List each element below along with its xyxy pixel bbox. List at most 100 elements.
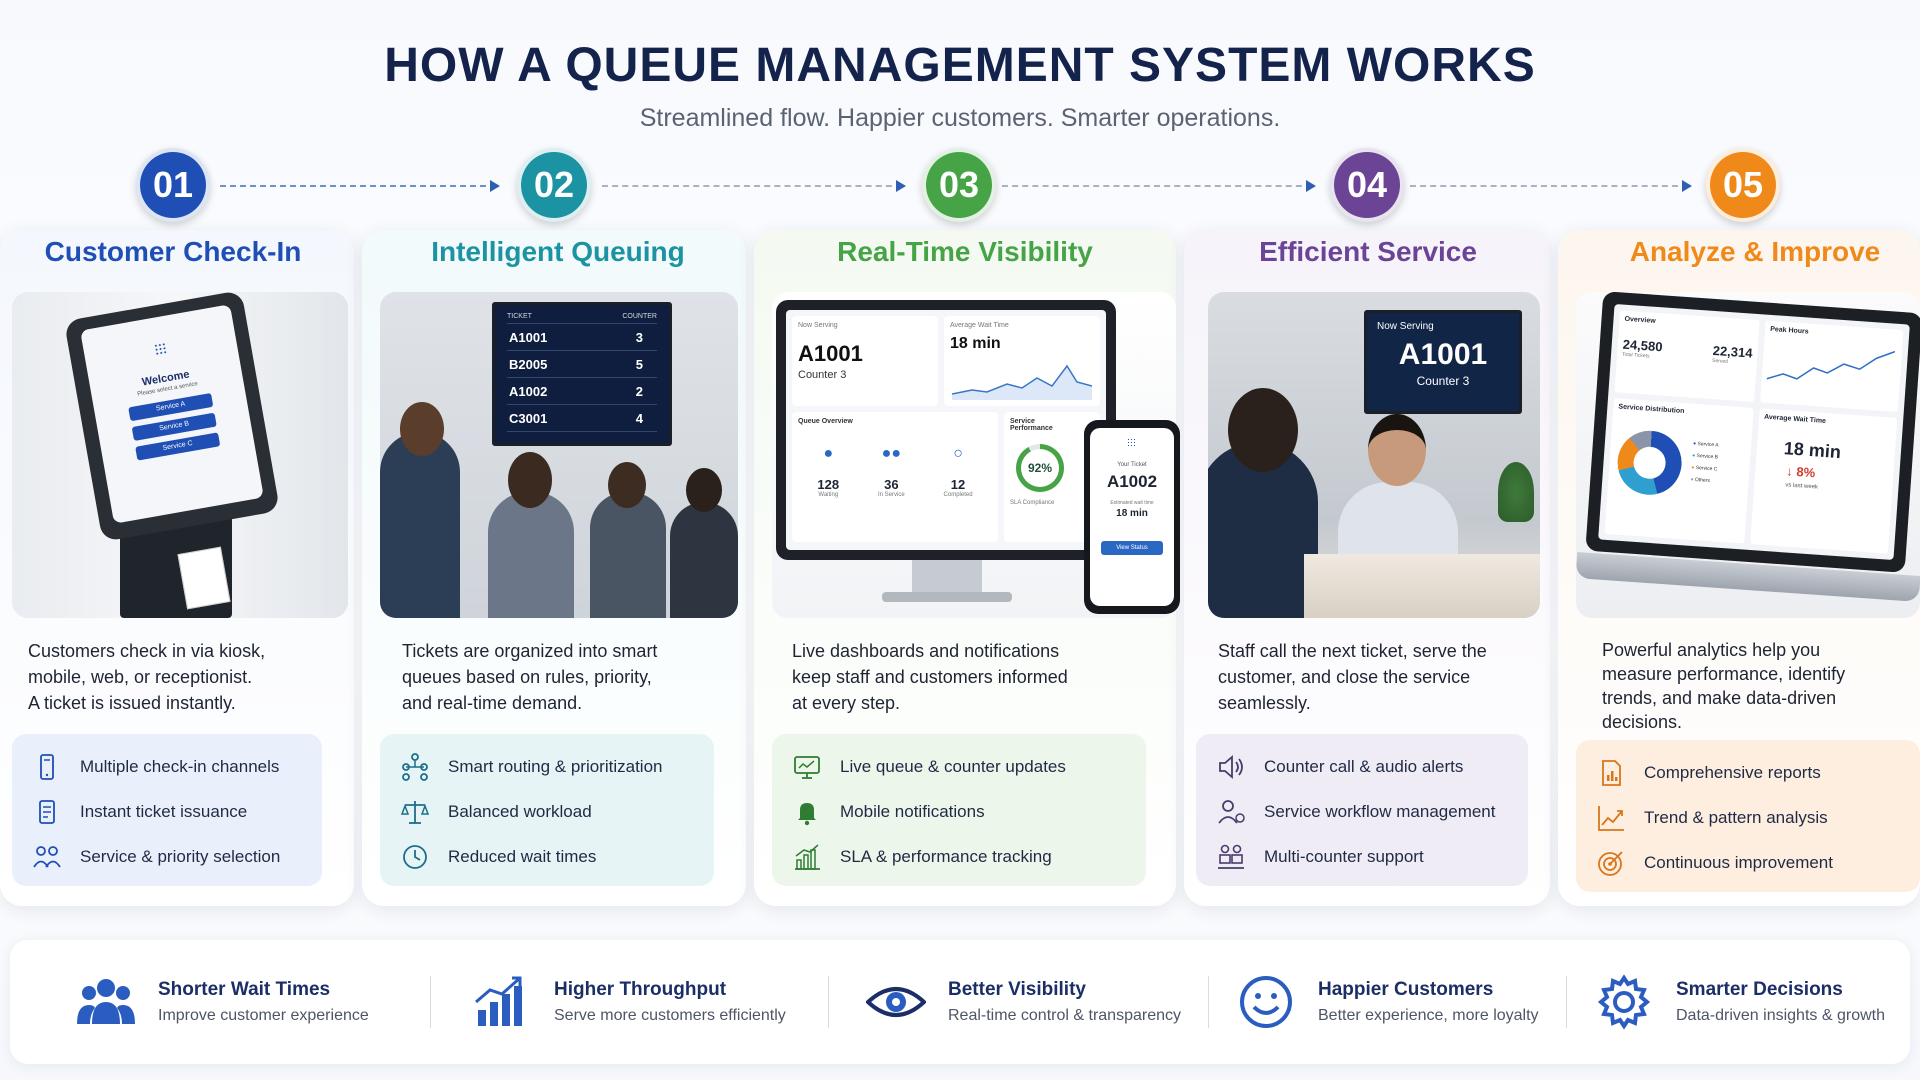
connector-2-3 bbox=[602, 180, 906, 192]
distribution-label: Service Distribution bbox=[1618, 403, 1685, 416]
stat-waiting-value: 128 bbox=[817, 477, 840, 492]
step-title-5: Analyze & Improve bbox=[1629, 236, 1881, 267]
analytics-laptop-illustration: Overview 24,580 Total Tickets 22,314 Ser… bbox=[1576, 292, 1920, 618]
feature-item: Service workflow management bbox=[1216, 789, 1508, 834]
avg-wait-panel: Average Wait Time 18 min bbox=[944, 316, 1100, 406]
feature-item: Multiple check-in channels bbox=[32, 744, 302, 789]
staff-head bbox=[1368, 414, 1426, 486]
phone-ticket-number: A1002 bbox=[1106, 472, 1158, 491]
legend-others: ● Others bbox=[1690, 476, 1711, 485]
feature-label: Continuous improvement bbox=[1644, 852, 1833, 872]
feature-item: Smart routing & prioritization bbox=[400, 744, 694, 789]
divider bbox=[430, 976, 431, 1028]
laptop-avg-wait-value: 18 min bbox=[1783, 438, 1842, 463]
benefit-shorter-wait: Shorter Wait Times Improve customer expe… bbox=[76, 970, 369, 1034]
feature-label: Service workflow management bbox=[1264, 801, 1496, 821]
ticket-icon bbox=[39, 799, 55, 824]
features-box-3: Live queue & counter updates Mobile noti… bbox=[772, 734, 1146, 886]
people-select-icon bbox=[33, 845, 61, 868]
benefit-higher-throughput: Higher Throughput Serve more customers e… bbox=[472, 970, 786, 1034]
eye-icon bbox=[866, 987, 926, 1017]
plant bbox=[1498, 462, 1534, 522]
sla-gauge: 92% bbox=[1016, 444, 1064, 492]
now-serving-label: Now Serving bbox=[798, 322, 838, 329]
wait-trend-sparkline bbox=[952, 364, 1092, 400]
service-performance-label: Service Performance bbox=[1010, 418, 1053, 432]
bell-icon bbox=[798, 802, 816, 825]
multi-counter-icon bbox=[1218, 844, 1244, 869]
divider bbox=[828, 976, 829, 1028]
feature-label: Comprehensive reports bbox=[1644, 762, 1821, 782]
board-row: C3001 4 bbox=[507, 405, 657, 432]
connector-1-2 bbox=[220, 180, 500, 192]
distribution-panel: Service Distribution ● Service A ● Servi… bbox=[1604, 398, 1754, 544]
features-box-4: Counter call & audio alerts Service work… bbox=[1196, 734, 1528, 886]
feature-label: Trend & pattern analysis bbox=[1644, 807, 1828, 827]
step-number-4: 04 bbox=[1330, 148, 1404, 222]
features-box-2: Smart routing & prioritization Balanced … bbox=[380, 734, 714, 886]
peak-hours-panel: Peak Hours bbox=[1760, 320, 1904, 412]
step-title-2: Intelligent Queuing bbox=[431, 236, 685, 267]
feature-label: Multiple check-in channels bbox=[80, 756, 280, 776]
phone-view-status-button[interactable]: View Status bbox=[1101, 541, 1163, 555]
board-counter: 4 bbox=[635, 411, 643, 426]
feature-item: Reduced wait times bbox=[400, 834, 694, 879]
feature-item: Continuous improvement bbox=[1596, 840, 1900, 885]
avg-wait-label: Average Wait Time bbox=[950, 322, 1009, 329]
step-number-1: 01 bbox=[136, 148, 210, 222]
service-counter-desk bbox=[1304, 554, 1540, 618]
feature-item: SLA & performance tracking bbox=[792, 834, 1126, 879]
feature-item: Balanced workload bbox=[400, 789, 694, 834]
benefit-subtitle: Improve customer experience bbox=[158, 1007, 369, 1024]
now-serving-ticket: A1001 bbox=[798, 341, 863, 366]
monitor-base bbox=[882, 592, 1012, 602]
feature-label: SLA & performance tracking bbox=[840, 846, 1052, 866]
feature-label: Live queue & counter updates bbox=[840, 756, 1066, 776]
features-box-1: Multiple check-in channels Instant ticke… bbox=[12, 734, 322, 886]
feature-item: Mobile notifications bbox=[792, 789, 1126, 834]
queue-overview-panel: Queue Overview ● 128 Waiting ●● 36 In Se… bbox=[792, 412, 998, 542]
bar-chart-icon bbox=[795, 843, 820, 870]
report-icon bbox=[1602, 759, 1621, 786]
person-silhouette bbox=[670, 502, 738, 618]
feature-item: Live queue & counter updates bbox=[792, 744, 1126, 789]
benefits-bar: Shorter Wait Times Improve customer expe… bbox=[10, 940, 1910, 1064]
phone-logo-icon bbox=[1127, 438, 1137, 448]
dashboard-screen: Now Serving A1001 Counter 3 Average Wait… bbox=[786, 310, 1106, 550]
connector-3-4 bbox=[1002, 180, 1316, 192]
growth-chart-icon bbox=[475, 976, 522, 1026]
feature-item: Trend & pattern analysis bbox=[1596, 795, 1900, 840]
phone-est-label: Estimated wait time bbox=[1110, 500, 1154, 506]
board-counter: 2 bbox=[635, 384, 643, 399]
benefit-title: Happier Customers bbox=[1318, 979, 1494, 1000]
monitor-icon bbox=[794, 755, 820, 779]
board-ticket: C3001 bbox=[509, 411, 548, 426]
feature-item: Counter call & audio alerts bbox=[1216, 744, 1508, 789]
feature-label: Multi-counter support bbox=[1264, 846, 1424, 866]
connector-4-5 bbox=[1410, 180, 1692, 192]
benefit-happier-customers: Happier Customers Better experience, mor… bbox=[1236, 970, 1539, 1034]
display-counter: Counter 3 bbox=[1416, 374, 1470, 388]
peak-hours-line-chart bbox=[1766, 350, 1896, 380]
sla-label: SLA Compliance bbox=[1010, 500, 1055, 506]
benefit-subtitle: Real-time control & transparency bbox=[948, 1007, 1181, 1024]
stat-completed-value: 12 bbox=[950, 477, 966, 492]
benefit-title: Smarter Decisions bbox=[1676, 979, 1843, 1000]
now-serving-panel: Now Serving A1001 Counter 3 bbox=[792, 316, 938, 406]
feature-label: Service & priority selection bbox=[80, 846, 281, 866]
queue-overview-label: Queue Overview bbox=[798, 418, 853, 425]
sla-value: 92% bbox=[1021, 449, 1059, 487]
stat-completed-label: Completed bbox=[943, 492, 973, 498]
grid-logo-icon bbox=[153, 342, 168, 356]
smile-icon bbox=[1240, 976, 1292, 1028]
benefit-title: Higher Throughput bbox=[554, 979, 727, 1000]
page-title: HOW A QUEUE MANAGEMENT SYSTEM WORKS bbox=[384, 39, 1536, 92]
clock-icon bbox=[403, 844, 427, 869]
benefit-title: Shorter Wait Times bbox=[158, 979, 331, 1000]
board-counter: 3 bbox=[635, 330, 643, 345]
person-head bbox=[608, 462, 646, 508]
